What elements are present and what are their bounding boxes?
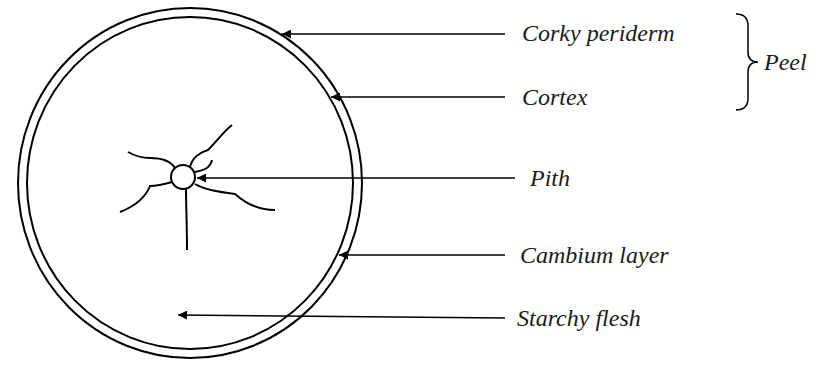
pith-circle — [171, 165, 195, 189]
peel-brace — [736, 14, 758, 110]
pith-rays — [120, 125, 275, 250]
cambium-outline — [27, 17, 353, 349]
leader-lines — [178, 34, 515, 318]
part-label: Starchy flesh — [517, 305, 641, 331]
part-label: Pith — [530, 165, 570, 191]
periderm-outline — [18, 8, 362, 358]
part-label: Corky periderm — [522, 20, 675, 46]
group-label: Peel — [764, 49, 807, 75]
part-label: Cambium layer — [520, 242, 669, 268]
part-label: Cortex — [522, 84, 587, 110]
